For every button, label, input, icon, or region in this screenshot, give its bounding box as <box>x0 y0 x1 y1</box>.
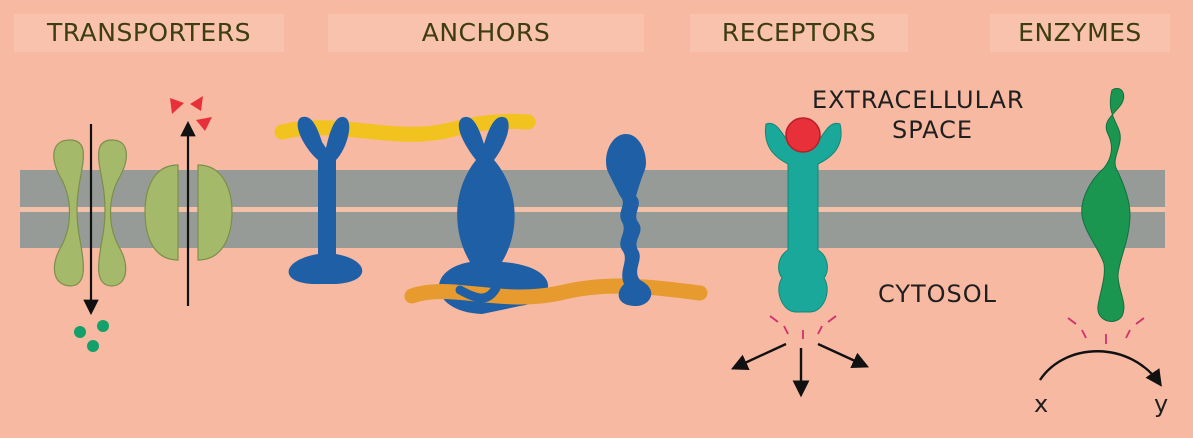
enzyme-body <box>1081 88 1131 322</box>
enzyme-protein <box>1081 88 1131 322</box>
green-solute-molecules <box>74 320 109 352</box>
header-receptors: RECEPTORS <box>690 14 908 52</box>
solute-molecule <box>74 326 86 338</box>
orange-cortex-fiber <box>404 278 708 305</box>
anchor-3-body <box>606 134 652 306</box>
signal-arrow-right <box>817 342 870 369</box>
solute-molecule <box>97 320 109 332</box>
lipid-bilayer <box>20 170 1165 248</box>
header-enzymes: ENZYMES <box>990 14 1170 52</box>
solute-molecule <box>170 98 184 114</box>
transporter-carrier-left-half <box>144 164 179 261</box>
transporter-carrier-right-half <box>197 164 233 261</box>
label-substrate-x: x <box>1034 390 1049 418</box>
receptor-signal-arrows <box>730 342 870 398</box>
catalysis-arrow <box>1038 350 1162 387</box>
enzyme-activity-rays <box>1067 317 1145 344</box>
transporter-channel-left-half <box>53 139 85 287</box>
label-space: SPACE <box>892 116 974 144</box>
header-transporters: TRANSPORTERS <box>14 14 284 52</box>
solute-molecule <box>190 96 203 111</box>
header-anchors: ANCHORS <box>328 14 644 52</box>
anchor-protein-2 <box>438 116 549 314</box>
anchor-protein-3 <box>606 134 652 306</box>
signal-arrow-left <box>730 342 787 370</box>
anchor-2-body <box>438 116 549 314</box>
label-extracellular: EXTRACELLULAR <box>812 86 1025 114</box>
receptor-signal-rays <box>769 315 837 339</box>
anchor-protein-1 <box>288 116 363 284</box>
transporter-carrier <box>144 164 233 261</box>
ligand <box>785 117 821 153</box>
label-cytosol: CYTOSOL <box>878 280 998 308</box>
transporter-channel-right-half <box>97 139 127 287</box>
transporter-channel <box>53 139 127 287</box>
red-solute-molecules <box>170 96 212 131</box>
solute-molecule <box>196 117 212 131</box>
solute-molecule <box>87 340 99 352</box>
label-product-y: y <box>1154 390 1169 418</box>
anchor-2-overlap-clasp <box>455 283 501 303</box>
anchor-1-body <box>288 116 363 284</box>
yellow-matrix-fiber <box>274 113 536 142</box>
